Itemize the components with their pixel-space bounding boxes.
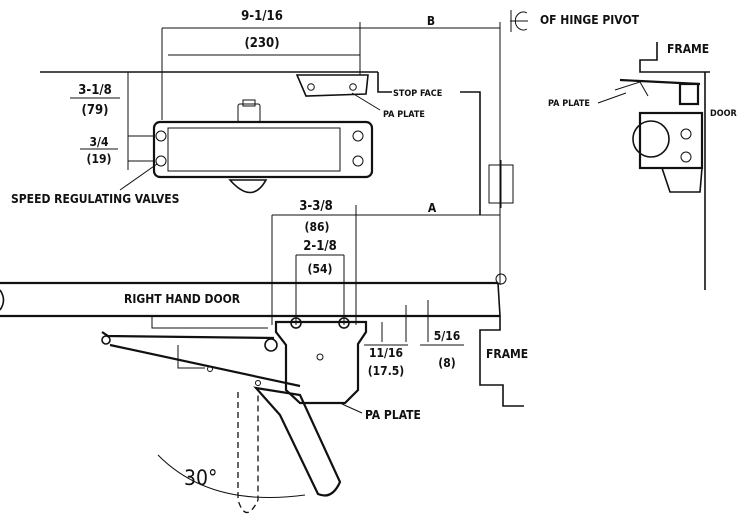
hinge-pivot-centerline: OF HINGE PIVOT	[499, 10, 640, 285]
dim-54-mm: (54)	[308, 262, 333, 276]
dim-5-16-in: 5/16	[434, 329, 460, 343]
door-right-label: DOOR	[710, 109, 737, 119]
dim-3-4-in: 3/4	[90, 135, 109, 149]
dimension-2-1-8: 2-1/8 (54)	[295, 239, 345, 325]
angle-label: 30°	[184, 466, 217, 490]
dimension-9-1-16: 9-1/16 (230)	[161, 9, 361, 120]
dimension-5-16: 5/16 (8)	[420, 300, 464, 370]
frame-top-label: FRAME	[667, 42, 709, 56]
right-hand-door: RIGHT HAND DOOR	[0, 281, 501, 318]
frame-bottom: FRAME	[479, 316, 528, 407]
dim-a-label: A	[428, 201, 437, 215]
dim-17-5-mm: (17.5)	[368, 364, 405, 378]
dimension-3-1-8: 3-1/8 (79)	[70, 72, 129, 170]
arm-swing-dashed	[237, 392, 259, 514]
frame-section-view: FRAME PA PLATE DOOR	[548, 42, 737, 290]
dim-19-mm: (19)	[87, 152, 112, 166]
pa-plate-top: PA PLATE	[295, 74, 425, 120]
pa-plate-right-label: PA PLATE	[548, 99, 590, 109]
dimension-b: B	[360, 14, 500, 29]
dim-86-mm: (86)	[305, 220, 330, 234]
dim-230-mm: (230)	[244, 36, 279, 51]
dim-b-label: B	[427, 14, 435, 28]
stop-face: STOP FACE	[40, 71, 481, 215]
closer-body	[152, 99, 374, 194]
closer-arm	[101, 331, 342, 497]
dim-3-3-8-in: 3-3/8	[299, 199, 333, 214]
door-trim	[151, 316, 268, 369]
dim-79-mm: (79)	[82, 103, 109, 118]
dim-11-16-in: 11/16	[369, 346, 403, 360]
pa-plate-top-label: PA PLATE	[383, 110, 425, 120]
frame-bottom-label: FRAME	[486, 347, 528, 361]
dimension-11-16: 11/16 (17.5)	[364, 305, 408, 378]
stop-face-label: STOP FACE	[393, 89, 442, 99]
dim-3-1-8-in: 3-1/8	[78, 83, 112, 98]
dim-9-1-16-in: 9-1/16	[241, 9, 283, 24]
dim-2-1-8-in: 2-1/8	[303, 239, 337, 254]
speed-valves-label: SPEED REGULATING VALVES	[11, 192, 179, 206]
pa-plate-bottom-label: PA PLATE	[365, 408, 421, 422]
hinge-pivot-label: OF HINGE PIVOT	[540, 13, 640, 27]
dimension-3-4: 3/4 (19)	[80, 135, 154, 166]
hinge-detail	[488, 160, 514, 285]
pa-plate-bottom: PA PLATE	[274, 317, 421, 422]
angle-arc: 30°	[157, 454, 306, 498]
door-label: RIGHT HAND DOOR	[124, 292, 241, 306]
dimension-3-3-8: 3-3/8 (86)	[271, 199, 357, 325]
dim-8-mm: (8)	[438, 356, 455, 370]
